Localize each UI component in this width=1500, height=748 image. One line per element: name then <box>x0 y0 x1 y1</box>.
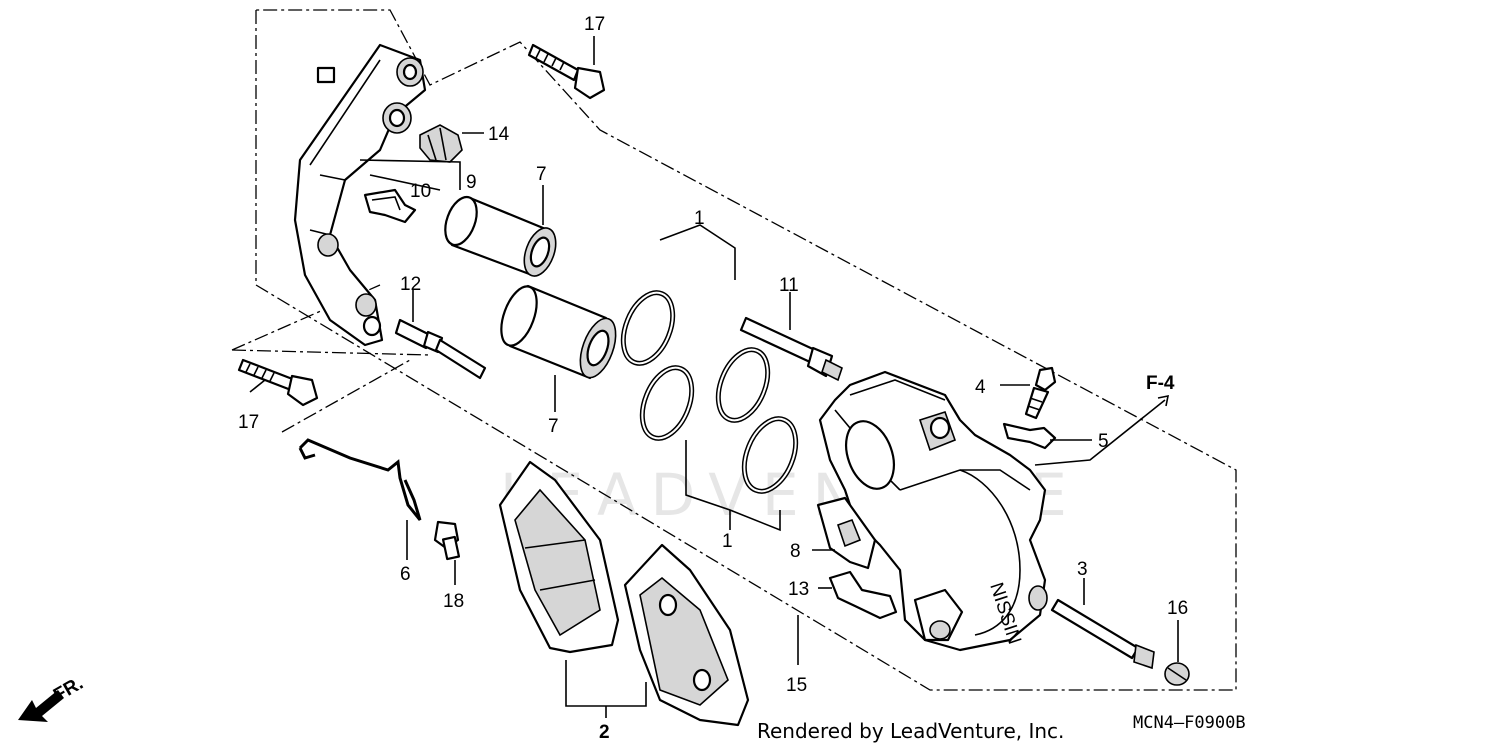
callout-6: 6 <box>400 564 411 585</box>
callout-10: 10 <box>410 181 431 202</box>
callout-7-lower: 7 <box>548 416 559 437</box>
callout-2: 2 <box>599 722 610 743</box>
front-direction-arrow: FR. <box>18 673 87 722</box>
slide-pin-13 <box>828 570 898 620</box>
brake-pad-rear <box>623 543 750 727</box>
callout-11: 11 <box>779 275 799 296</box>
slide-pin-12 <box>394 318 487 380</box>
reference-label: F-4 <box>1146 373 1175 394</box>
credit-text: Rendered by LeadVenture, Inc. <box>757 719 1064 743</box>
bolt-lower <box>237 358 319 407</box>
pin-bolt-3 <box>1050 598 1155 670</box>
callout-13: 13 <box>788 579 809 600</box>
callout-1-lower: 1 <box>722 531 733 552</box>
brake-pad-front <box>498 460 620 654</box>
diagram-code: MCN4—F0900B <box>1133 713 1246 733</box>
boot-14 <box>419 124 463 163</box>
callout-16: 16 <box>1167 598 1188 619</box>
bolt-18 <box>433 520 461 561</box>
bleeder-valve-4 <box>1024 366 1057 420</box>
caliper-body: NISSIN <box>818 370 1048 652</box>
bleeder-cap-5 <box>1002 422 1057 450</box>
callout-9: 9 <box>466 172 477 193</box>
callout-7-upper: 7 <box>536 164 547 185</box>
piston-lower <box>500 284 617 380</box>
piston-seal-set <box>620 290 799 494</box>
assembly-boundary <box>255 9 1237 691</box>
callout-17-lower: 17 <box>238 412 259 433</box>
callout-1-upper: 1 <box>694 208 705 229</box>
callout-18: 18 <box>443 591 464 612</box>
callout-3: 3 <box>1077 559 1088 580</box>
leader-lines <box>249 36 1179 718</box>
pad-retainer-10 <box>363 188 417 224</box>
callout-17-upper: 17 <box>584 14 605 35</box>
callout-5: 5 <box>1098 431 1109 452</box>
callout-8: 8 <box>790 541 801 562</box>
callout-12: 12 <box>400 274 421 295</box>
plug-16 <box>1164 662 1190 686</box>
callout-4: 4 <box>975 377 986 398</box>
piston-upper <box>444 195 557 277</box>
pad-shim-8 <box>816 496 877 570</box>
slide-pin-11 <box>739 316 843 382</box>
caliper-bracket <box>293 43 427 347</box>
callout-15: 15 <box>786 675 807 696</box>
bolt-upper <box>527 43 606 100</box>
callout-14: 14 <box>488 124 510 145</box>
pad-spring-6 <box>298 438 422 521</box>
